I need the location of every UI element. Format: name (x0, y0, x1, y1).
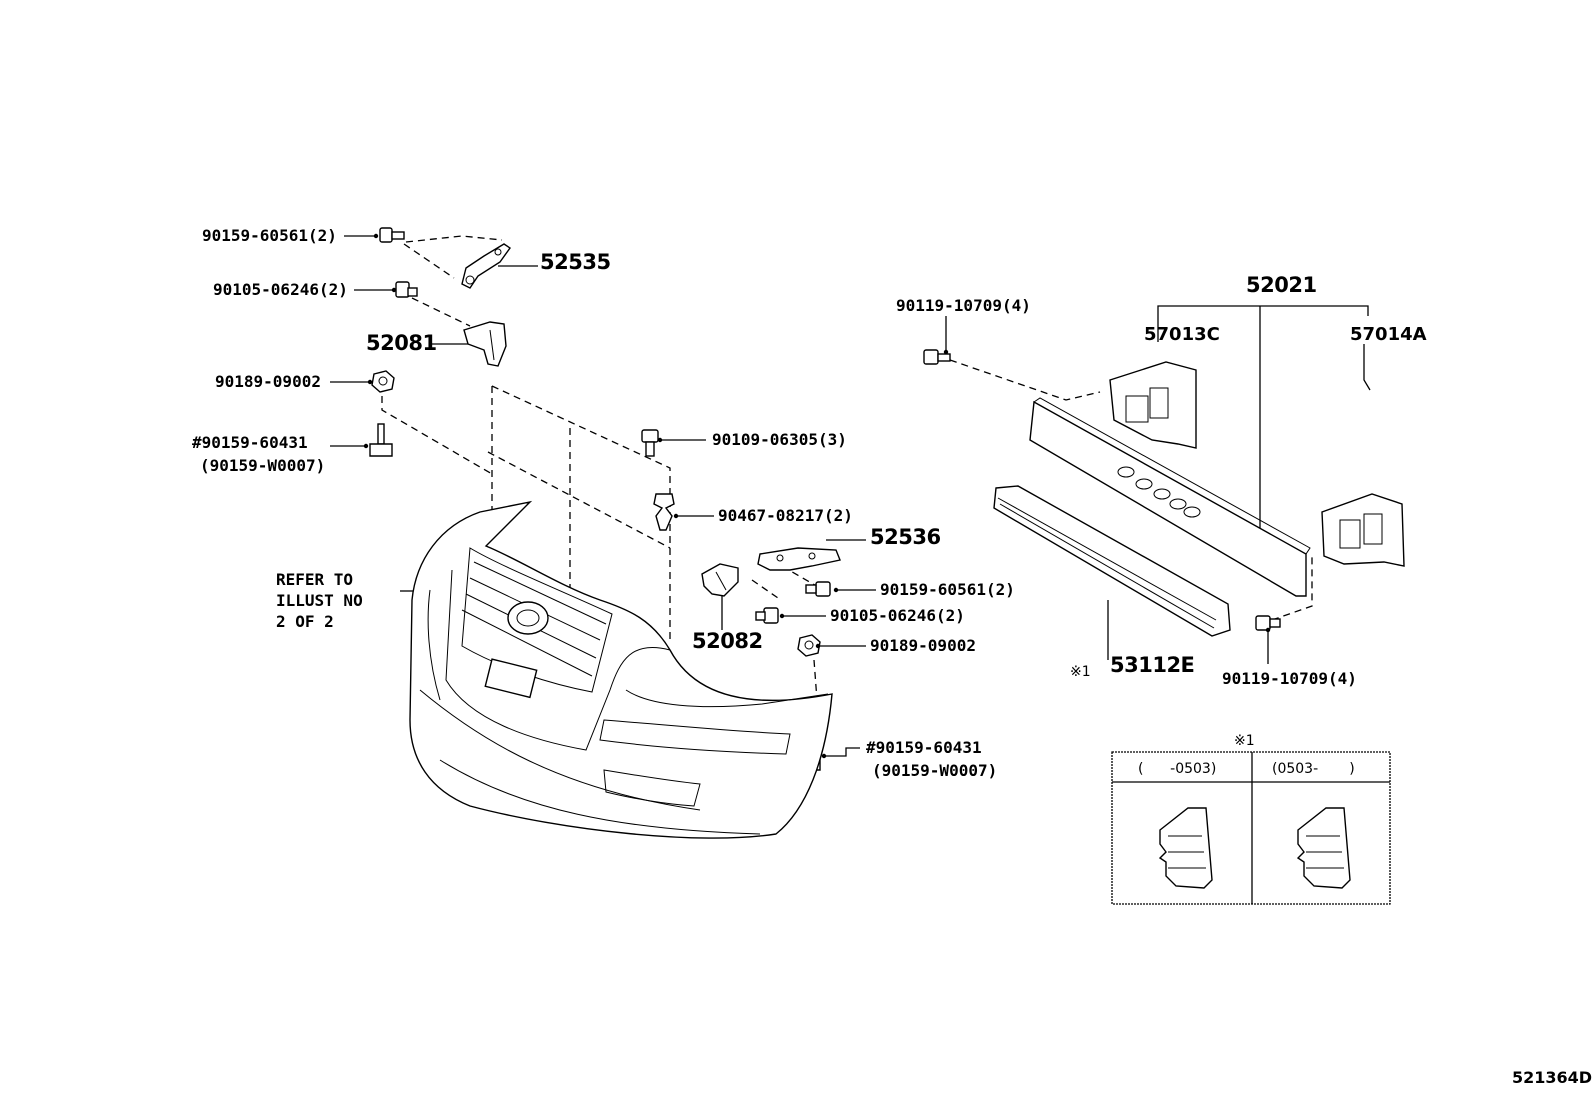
part-label-52082[interactable]: 52082 (692, 629, 763, 653)
inset-col-left: ( -0503) (1138, 761, 1217, 777)
nut-90189-left (367, 370, 395, 393)
bracket-52081 (463, 321, 507, 367)
part-label-90159-60561-top[interactable]: 90159-60561(2) (202, 226, 337, 245)
part-label-90189-09002-mid[interactable]: 90189-09002 (870, 636, 976, 655)
part-label-90467-08217[interactable]: 90467-08217(2) (718, 506, 853, 525)
reinforcement-52021 (1029, 397, 1311, 597)
bolt-90119-top (923, 349, 951, 365)
part-label-90159-w0007-left[interactable]: (90159-W0007) (200, 456, 326, 475)
screw-90105-top (391, 281, 418, 298)
part-label-53112E[interactable]: 53112E (1110, 653, 1195, 677)
refer-text-line3: 2 OF 2 (276, 612, 334, 631)
part-label-52021[interactable]: 52021 (1246, 273, 1317, 297)
nut-90189-mid (797, 634, 821, 657)
bolt-90159-top (373, 227, 405, 243)
inset-title: ※1 (1234, 733, 1255, 749)
inset-col-right: (0503- ) (1272, 761, 1355, 777)
refer-text-line2: ILLUST NO (276, 591, 363, 610)
part-label-57013C[interactable]: 57013C (1144, 324, 1220, 345)
absorber-53112E (993, 485, 1231, 637)
part-label-90159-60561-mid[interactable]: 90159-60561(2) (880, 580, 1015, 599)
inset-box (1111, 751, 1391, 905)
bracket-57014A (1321, 493, 1405, 567)
part-label-90119-10709-bottom[interactable]: 90119-10709(4) (1222, 669, 1357, 688)
bolt-90159-60431-left (363, 423, 393, 457)
inset-absorber-right (1296, 807, 1351, 889)
part-label-90189-09002-left[interactable]: 90189-09002 (215, 372, 321, 391)
screw-90105-mid (755, 607, 785, 624)
inset-absorber-left (1158, 807, 1213, 889)
part-label-57014A[interactable]: 57014A (1350, 324, 1427, 345)
bracket-57013C (1109, 361, 1197, 449)
part-label-90159-w0007-right[interactable]: (90159-W0007) (872, 761, 998, 780)
part-label-90159-60431-left[interactable]: #90159-60431 (192, 433, 308, 452)
bracket-52535 (461, 243, 511, 289)
part-label-52536[interactable]: 52536 (870, 525, 941, 549)
part-label-90159-60431-right[interactable]: #90159-60431 (866, 738, 982, 757)
part-label-90105-06246-mid[interactable]: 90105-06246(2) (830, 606, 965, 625)
bolt-90109 (641, 429, 663, 457)
figure-id: 521364D (1512, 1068, 1592, 1087)
part-label-52535[interactable]: 52535 (540, 250, 611, 274)
note-mark-1: ※1 (1070, 664, 1091, 680)
bolt-90119-bottom (1255, 615, 1281, 633)
part-label-90119-10709-top[interactable]: 90119-10709(4) (896, 296, 1031, 315)
refer-text-line1: REFER TO (276, 570, 354, 589)
bolt-90159-mid (805, 581, 839, 597)
bracket-52082 (701, 563, 739, 597)
bumper-cover (409, 500, 833, 839)
bracket-52536 (757, 547, 841, 571)
part-label-52081[interactable]: 52081 (366, 331, 437, 355)
part-label-90105-06246-top[interactable]: 90105-06246(2) (213, 280, 348, 299)
clip-90467 (653, 493, 679, 531)
part-label-90109-06305[interactable]: 90109-06305(3) (712, 430, 847, 449)
